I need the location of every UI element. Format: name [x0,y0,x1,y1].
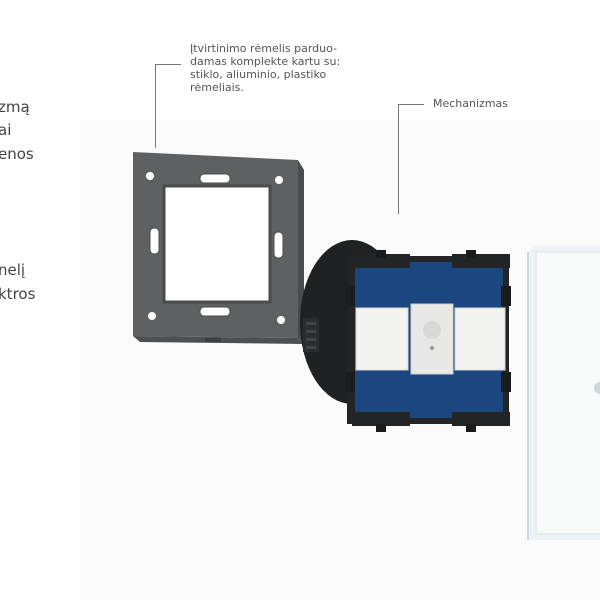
mechanism-leader-vertical [398,104,399,214]
frame-callout-text: Įtvirtinimo rėmelis parduo- damas komple… [190,42,341,94]
left-text-line-3: enos [0,145,34,163]
mounting-frame [133,152,304,344]
frame-leader-vertical [155,64,156,148]
frame-leader-horizontal [155,64,181,65]
mechanism-callout-text: Mechanizmas [433,97,509,110]
switch-mechanism [300,240,511,432]
glass-panel [527,246,600,540]
left-text-line-2: ai [0,121,12,139]
left-text-line-4: nelį [0,261,26,279]
mechanism-leader-horizontal [398,104,424,105]
left-text-line-1: zmą [0,98,30,116]
left-text-line-5: ktros [0,285,36,303]
